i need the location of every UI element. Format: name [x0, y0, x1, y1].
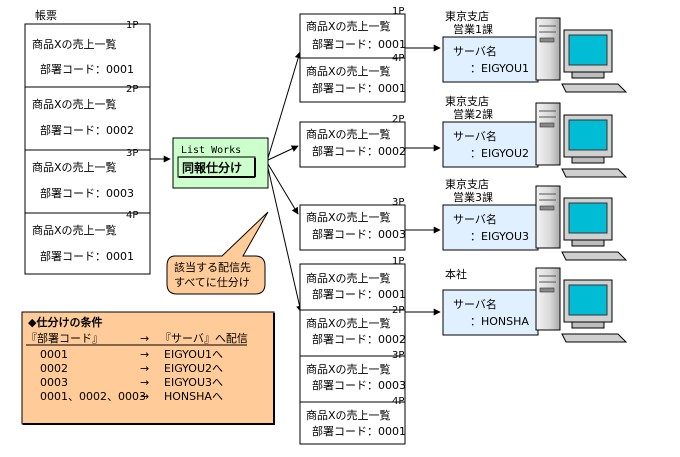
- distribution-arrows: [267, 51, 304, 313]
- source-page-line1: 商品Xの売上一覧: [32, 37, 117, 51]
- source-page-line2: 部署コード：0001: [40, 62, 134, 76]
- output-page-line1: 商品Xの売上一覧: [306, 210, 391, 224]
- server-location: 東京支店: [445, 94, 489, 108]
- output-page-line2: 部署コード：0003: [312, 378, 406, 392]
- source-page-line2: 部署コード：0003: [40, 186, 134, 200]
- server-name-label: サーバ名: [453, 129, 497, 143]
- server-name-value: ：EIGYOU3: [470, 230, 529, 243]
- output-page-line1: 商品Xの売上一覧: [306, 362, 391, 376]
- server-location: 東京支店: [445, 177, 489, 191]
- output-page-line1: 商品Xの売上一覧: [306, 316, 391, 330]
- output-document: [299, 13, 406, 103]
- server-info-box: [442, 289, 539, 336]
- callout-line1: 該当する配信先: [174, 260, 251, 274]
- output-page-number: 2P: [392, 114, 404, 125]
- sort-button[interactable]: 同報仕分け: [182, 160, 242, 175]
- server-name-label: サーバ名: [453, 44, 497, 58]
- server-name-label: サーバ名: [453, 212, 497, 226]
- server-info-box: [442, 36, 539, 83]
- output-document: [299, 204, 406, 251]
- source-page-line1: 商品Xの売上一覧: [32, 97, 117, 111]
- output-page-line1: 商品Xの売上一覧: [306, 127, 391, 141]
- source-page-number: 2P: [126, 84, 138, 95]
- condition-server: EIGYOU2: [164, 362, 212, 375]
- source-page-number: 1P: [126, 20, 138, 31]
- condition-server: HONSHA: [164, 390, 212, 403]
- condition-suffix: へ: [212, 348, 223, 361]
- computer-icon: [535, 267, 628, 343]
- server-info-box: [442, 121, 539, 168]
- output-page-number: 3P: [392, 197, 404, 208]
- conditions-box: [21, 311, 275, 425]
- computer-icon: [535, 185, 628, 261]
- output-page-number: 1P: [392, 6, 404, 17]
- computer-icon: [535, 102, 628, 178]
- condition-code: 0003: [40, 376, 68, 389]
- source-page-number: 3P: [126, 148, 138, 159]
- conditions-header-right: 『サーバ』へ配信: [160, 332, 248, 345]
- output-page-line1: 商品Xの売上一覧: [306, 64, 391, 78]
- output-page-line2: 部署コード：0001: [312, 81, 406, 95]
- source-page-number: 4P: [126, 210, 138, 221]
- output-page-line1: 商品Xの売上一覧: [306, 19, 391, 33]
- server-name-value: ：EIGYOU1: [470, 62, 529, 75]
- output-page-line1: 商品Xの売上一覧: [306, 408, 391, 422]
- server-department: 営業1課: [453, 22, 493, 36]
- conditions-title: ◆仕分けの条件: [28, 315, 102, 329]
- condition-code: 0002: [40, 362, 68, 375]
- condition-server: EIGYOU1: [164, 348, 212, 361]
- output-page-line2: 部署コード：0003: [312, 227, 406, 241]
- condition-arrow: →: [140, 376, 149, 389]
- server-department: 営業3課: [453, 190, 493, 204]
- server-info-box: [442, 204, 539, 251]
- processor-box: List Works: [172, 137, 269, 189]
- condition-arrow: →: [140, 390, 149, 403]
- output-page-number: 2P: [392, 305, 404, 316]
- condition-suffix: へ: [212, 362, 223, 375]
- output-page-line2: 部署コード：0002: [312, 144, 406, 158]
- conditions-header-arrow: →: [140, 332, 149, 345]
- condition-code: 0001、0002、0003: [40, 390, 146, 403]
- output-document: [299, 263, 406, 445]
- condition-suffix: へ: [212, 376, 223, 389]
- server-location: 本社: [445, 267, 467, 281]
- server-name-value: ：HONSHA: [470, 315, 529, 328]
- condition-suffix: へ: [212, 390, 223, 403]
- condition-code: 0001: [40, 348, 68, 361]
- server-location: 東京支店: [445, 9, 489, 23]
- callout-line2: すべてに仕分け: [174, 276, 250, 289]
- processor-name: List Works: [181, 145, 241, 156]
- conditions-header-left: 『部署コード』: [26, 331, 103, 345]
- output-page-line1: 商品Xの売上一覧: [306, 271, 391, 285]
- output-page-line2: 部署コード：0001: [312, 424, 406, 438]
- output-page-number: 4P: [392, 396, 404, 407]
- callout-bubble: [166, 211, 269, 295]
- condition-server: EIGYOU3: [164, 376, 212, 389]
- source-page-line2: 部署コード：0001: [40, 249, 134, 263]
- server-name-label: サーバ名: [453, 297, 497, 311]
- source-title: 帳票: [35, 8, 57, 22]
- output-document: [299, 121, 406, 168]
- server-arrows: [405, 44, 441, 316]
- output-page-number: 3P: [392, 350, 404, 361]
- source-page-line1: 商品Xの売上一覧: [32, 223, 117, 237]
- output-page-line2: 部署コード：0001: [312, 287, 406, 301]
- output-page-number: 1P: [392, 256, 404, 267]
- output-page-number: 4P: [392, 53, 404, 64]
- output-page-line2: 部署コード：0001: [312, 37, 406, 51]
- condition-arrow: →: [140, 362, 149, 375]
- condition-arrow: →: [140, 348, 149, 361]
- source-page-line2: 部署コード：0002: [40, 123, 134, 137]
- server-name-value: ：EIGYOU2: [470, 147, 529, 160]
- server-department: 営業2課: [453, 107, 493, 121]
- output-page-line2: 部署コード：0002: [312, 332, 406, 346]
- source-page-line1: 商品Xの売上一覧: [32, 160, 117, 174]
- source-document: 1P 商品Xの売上一覧 部署コード：0001 2P 商品Xの売上一覧 部署コード…: [24, 20, 151, 275]
- computer-icon: [535, 17, 628, 93]
